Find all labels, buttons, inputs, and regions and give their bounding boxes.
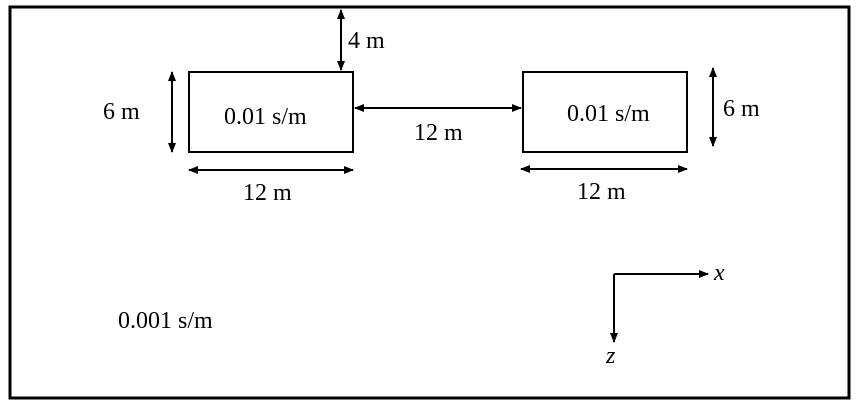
z-axis-label: z (605, 343, 616, 369)
left-block-height-label: 6 m (103, 99, 140, 125)
depth-dimension-label: 4 m (348, 28, 385, 54)
model-frame (8, 5, 851, 400)
left-block-conductivity-label: 0.01 s/m (224, 104, 307, 130)
right-block (522, 71, 688, 153)
right-block-conductivity-label: 0.01 s/m (567, 101, 650, 127)
x-axis-label: x (713, 260, 725, 286)
separation-dimension-label: 12 m (414, 120, 463, 146)
left-block (188, 71, 354, 153)
background-conductivity-label: 0.001 s/m (118, 308, 213, 334)
left-block-width-label: 12 m (243, 180, 292, 206)
right-block-height-label: 6 m (723, 96, 760, 122)
right-block-width-label: 12 m (577, 179, 626, 205)
